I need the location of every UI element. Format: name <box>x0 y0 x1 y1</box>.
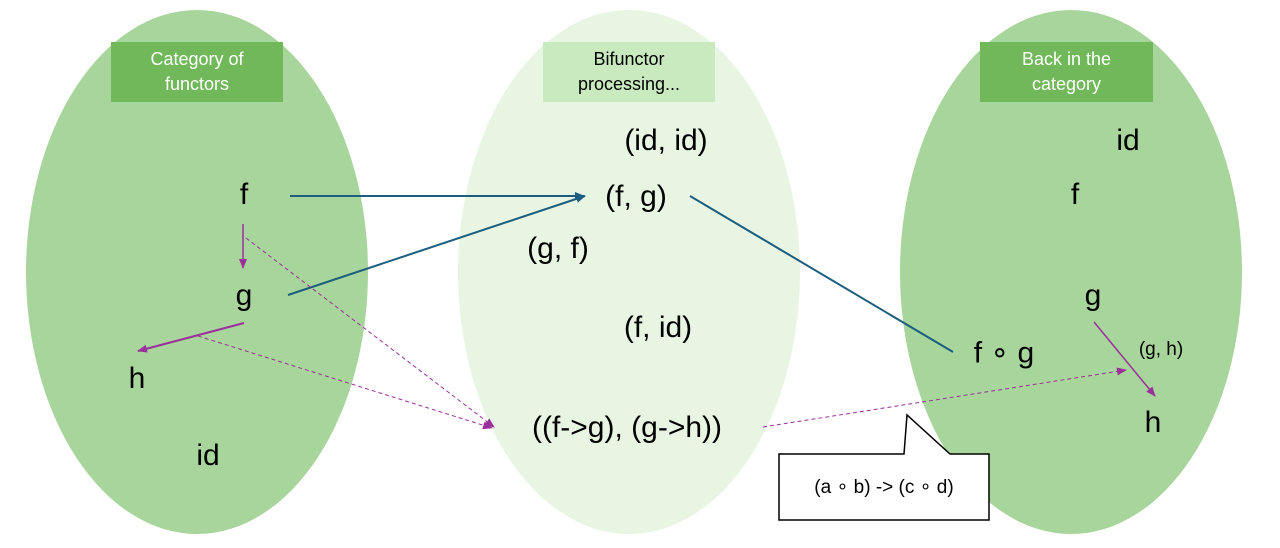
right-label-g: g <box>1084 279 1102 312</box>
callout-bubble <box>778 413 990 521</box>
arrow-g-to-h-left <box>137 322 245 353</box>
header-category-of-functors: Category of functors <box>111 42 283 102</box>
mid-label-id-id: (id, id) <box>624 124 708 157</box>
left-ellipse <box>26 10 368 534</box>
arrow-g-to-fg <box>287 195 586 296</box>
left-label-g: g <box>235 279 253 312</box>
callout-text: (a ∘ b) -> (c ∘ d) <box>814 476 954 498</box>
left-label-id: id <box>196 439 220 472</box>
dashed-arrow-fg-to-pair <box>245 237 495 428</box>
mid-label-g-f: (g, f) <box>527 232 589 265</box>
left-label-f: f <box>239 178 249 211</box>
header-back-in-category: Back in the category <box>980 42 1153 102</box>
arrow-g-to-h-right <box>1093 321 1156 397</box>
middle-ellipse <box>458 10 800 534</box>
right-label-h: h <box>1144 406 1162 439</box>
right-label-g-h: (g, h) <box>1138 339 1184 360</box>
mid-label-f-g: (f, g) <box>605 180 667 213</box>
left-label-h: h <box>128 362 146 395</box>
mid-label-pair-arrows: ((f->g), (g->h)) <box>531 411 723 444</box>
right-ellipse <box>900 10 1242 534</box>
right-label-id: id <box>1116 124 1140 157</box>
mid-label-f-id: (f, id) <box>623 311 693 344</box>
line-fg-to-fog <box>689 195 954 353</box>
right-label-f-compose-g: f ∘ g <box>973 336 1035 370</box>
dashed-arrow-pair-to-gh <box>762 367 1127 428</box>
dashed-arrow-gh-to-pair <box>197 335 493 430</box>
header-bifunctor-processing: Bifunctor processing... <box>543 42 715 102</box>
right-label-f: f <box>1070 178 1080 211</box>
